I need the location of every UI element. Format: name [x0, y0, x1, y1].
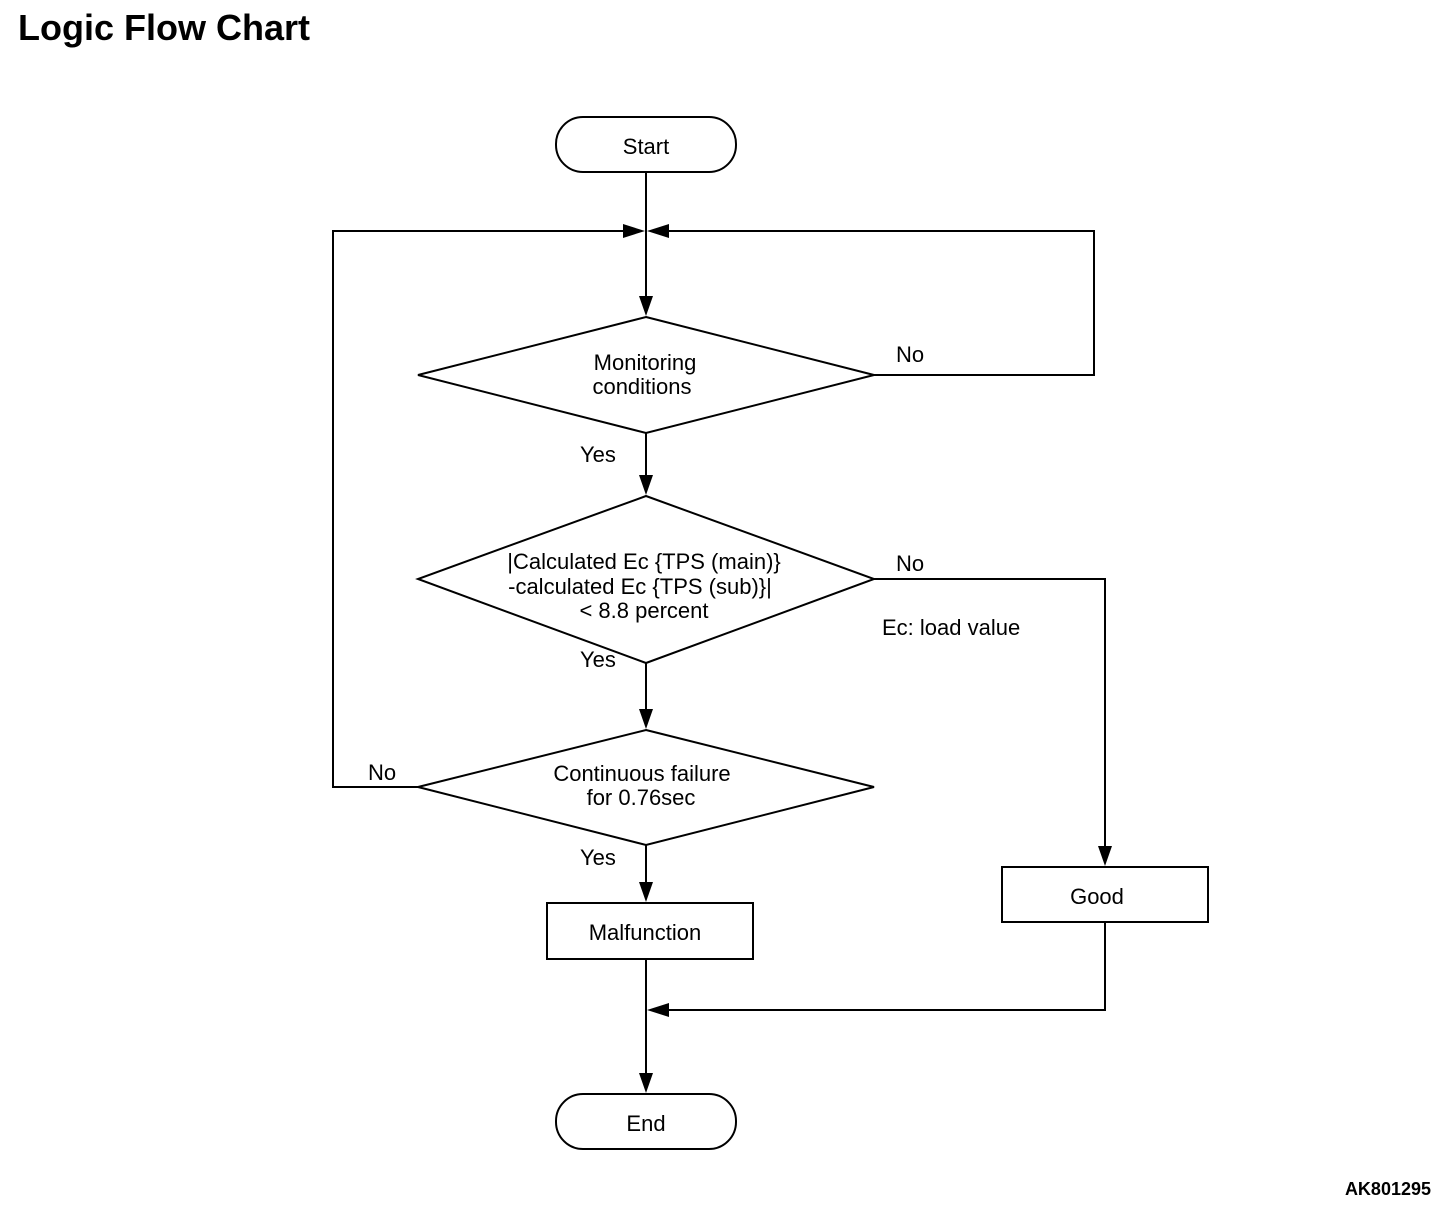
- label-calc-yes: Yes: [580, 647, 616, 672]
- decision-calc-line1: |Calculated Ec {TPS (main)}: [507, 549, 781, 574]
- arrow-into-calc-icon: [639, 475, 653, 495]
- label-continuous-no: No: [368, 760, 396, 785]
- malfunction-label: Malfunction: [589, 920, 702, 945]
- arrow-into-good-icon: [1098, 846, 1112, 866]
- arrow-merge-icon: [647, 1003, 669, 1017]
- decision-calc-line2: -calculated Ec {TPS (sub)}|: [508, 574, 772, 599]
- good-label: Good: [1070, 884, 1124, 909]
- connector-good-merge: [669, 922, 1106, 1011]
- malfunction-box: [546, 902, 754, 960]
- good-box: [1001, 866, 1209, 923]
- decision-monitoring-line2: conditions: [592, 374, 691, 399]
- decision-continuous-line2: for 0.76sec: [587, 785, 696, 810]
- end-node: [555, 1093, 737, 1150]
- arrow-into-continuous-icon: [639, 709, 653, 729]
- figure-id: AK801295: [1344, 1179, 1431, 1199]
- decision-monitoring-line1: Monitoring: [594, 350, 697, 375]
- note-ec-load-value: Ec: load value: [882, 615, 1020, 640]
- label-monitoring-yes: Yes: [580, 442, 616, 467]
- label-continuous-yes: Yes: [580, 845, 616, 870]
- start-label: Start: [623, 134, 669, 159]
- decision-calc-line3: < 8.8 percent: [579, 598, 708, 623]
- end-label: End: [626, 1111, 665, 1136]
- label-monitoring-no: No: [896, 342, 924, 367]
- decision-continuous-line1: Continuous failure: [553, 761, 730, 786]
- arrow-into-monitoring-icon: [639, 296, 653, 316]
- label-calc-no: No: [896, 551, 924, 576]
- arrow-into-end-icon: [639, 1073, 653, 1093]
- arrow-loop-left-icon: [623, 224, 645, 238]
- connector-continuous-no: [332, 230, 623, 788]
- connector-calc-no: [874, 578, 1106, 850]
- connector-monitoring-no: [669, 230, 1095, 376]
- arrow-loop-right-icon: [647, 224, 669, 238]
- arrow-into-malfunction-icon: [639, 882, 653, 902]
- page-title: Logic Flow Chart: [18, 7, 310, 48]
